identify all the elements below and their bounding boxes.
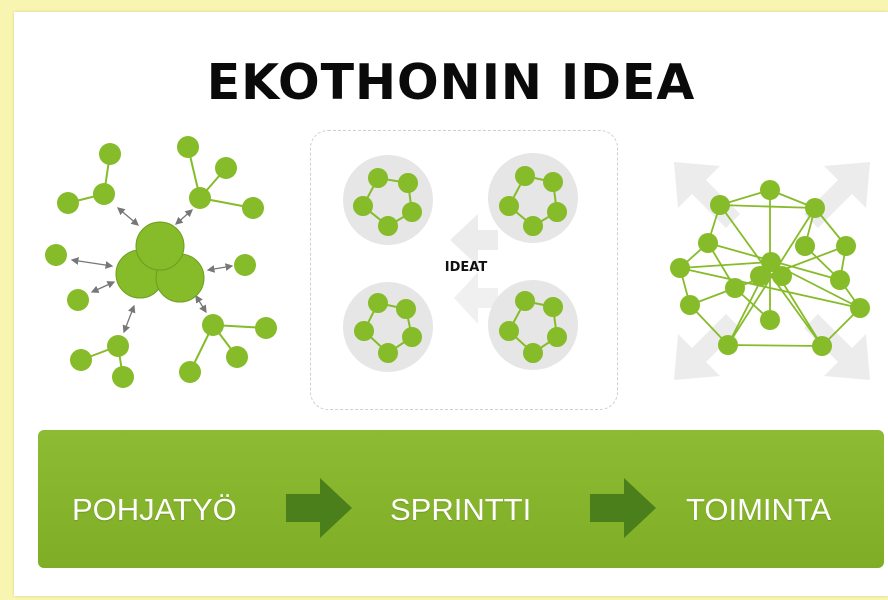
hub-network-icon (45, 136, 277, 388)
mesh-network-icon (670, 162, 870, 380)
stage-sprintti: SPRINTTI (390, 492, 532, 527)
ideas-label: IDEAT (444, 260, 488, 275)
stage-toiminta: TOIMINTA (686, 492, 832, 527)
process-banner: POHJATYÖ SPRINTTI TOIMINTA (38, 430, 884, 568)
page-title: EKOTHONIN IDEA (206, 54, 696, 111)
right-arrow-icon (286, 478, 352, 538)
idea-clusters-icon (343, 153, 578, 372)
stage-pohjatyo: POHJATYÖ (72, 492, 237, 527)
content-card: EKOTHONIN IDEA (14, 12, 888, 596)
right-arrow-icon (590, 478, 656, 538)
diagrams-canvas (45, 136, 870, 388)
ideas-frame (310, 130, 618, 410)
